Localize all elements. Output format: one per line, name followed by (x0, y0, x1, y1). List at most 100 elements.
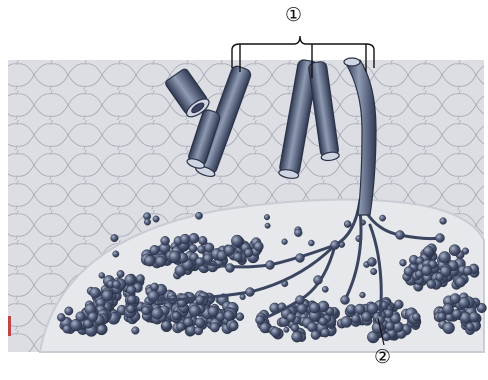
alveolus (423, 246, 433, 256)
alveolus (469, 312, 479, 322)
scattered-cell (265, 223, 270, 228)
scattered-cell (400, 259, 407, 266)
scattered-cell (264, 214, 270, 220)
scattered-cell (240, 294, 246, 300)
alveolus (142, 306, 151, 315)
alveolus (367, 303, 378, 314)
alveolus (197, 245, 205, 253)
scattered-cell (153, 216, 159, 222)
alveolus (88, 312, 98, 322)
alveolus (229, 322, 238, 331)
alveolus (199, 236, 208, 245)
scattered-cell (117, 270, 124, 277)
alveolus (386, 322, 395, 331)
scattered-cell (380, 215, 386, 221)
scattered-cell (308, 240, 314, 246)
alveolus (443, 304, 454, 315)
alveolus (65, 307, 73, 315)
scattered-cell (344, 221, 351, 228)
alveolus (382, 333, 390, 341)
alveolus (125, 274, 136, 285)
alveolus (189, 233, 199, 243)
scattered-cell (284, 327, 289, 332)
alveolus (287, 313, 296, 322)
alveolus (439, 252, 451, 264)
alveolus (452, 309, 462, 319)
alveolus (195, 318, 205, 328)
alveolus (161, 236, 170, 245)
vessel-node (266, 261, 275, 270)
alveolus (144, 255, 155, 266)
alveolus (309, 302, 320, 313)
scattered-cell (113, 251, 119, 257)
alveolus (150, 245, 160, 255)
alveolus (449, 245, 460, 256)
alveolus (57, 313, 65, 321)
alveolus (189, 305, 201, 317)
left-edge-accent (8, 316, 11, 336)
vessel-node (314, 276, 323, 285)
vessel-node (196, 296, 205, 305)
alveolus (466, 323, 474, 331)
scattered-cell (99, 273, 105, 279)
alveolus (127, 295, 136, 304)
vessel-node (296, 254, 305, 263)
alveolus (169, 251, 181, 263)
scattered-cell (132, 327, 140, 335)
scattered-cell (440, 218, 447, 225)
alveolus (463, 266, 472, 275)
alveolus (436, 273, 444, 281)
alveolus (412, 313, 420, 321)
alveolus (224, 311, 234, 321)
scattered-cell (294, 229, 302, 237)
alveolus (394, 300, 403, 309)
scattered-cell (111, 234, 118, 241)
alveolus (352, 314, 361, 323)
alveolus (450, 294, 460, 304)
scattered-cell (360, 292, 366, 298)
alveolus (180, 234, 190, 244)
alveolus (421, 265, 432, 276)
alveolus (311, 330, 320, 339)
alveolus (244, 249, 253, 258)
scattered-cell (371, 268, 377, 274)
alveolus (321, 328, 330, 337)
alveolus (455, 277, 465, 287)
vessel-node (196, 258, 205, 267)
alveolus (291, 324, 299, 332)
scattered-cell (322, 286, 328, 292)
vessel-node (341, 296, 350, 305)
vessel-node (368, 258, 377, 267)
vessel-node (296, 296, 305, 305)
alveolus (297, 304, 307, 314)
vessel-node (246, 288, 255, 297)
vessel-node (376, 316, 385, 325)
marker-2-label: ② (374, 348, 391, 367)
alveolus (155, 256, 166, 267)
alveolus (438, 312, 446, 320)
alveolus (112, 280, 120, 288)
alveolus (254, 242, 264, 252)
alveolus (151, 308, 163, 320)
vessel-node (256, 316, 265, 325)
alveolus (319, 317, 328, 326)
alveolus (151, 283, 159, 291)
alveolus (224, 245, 235, 256)
alveolus (404, 267, 414, 277)
alveolus (233, 252, 242, 261)
scattered-cell (195, 212, 202, 219)
alveolus (127, 305, 136, 314)
scattered-cell (144, 219, 150, 225)
vessel-node (436, 234, 445, 243)
alveolus (172, 312, 180, 320)
alveolus (136, 275, 144, 283)
alveolus (271, 327, 281, 337)
alveolus (427, 280, 436, 289)
alveolus (184, 318, 193, 327)
vessel-node (331, 241, 340, 250)
alveolus (210, 323, 220, 333)
alveolus (97, 325, 107, 335)
alveolus (127, 285, 136, 294)
